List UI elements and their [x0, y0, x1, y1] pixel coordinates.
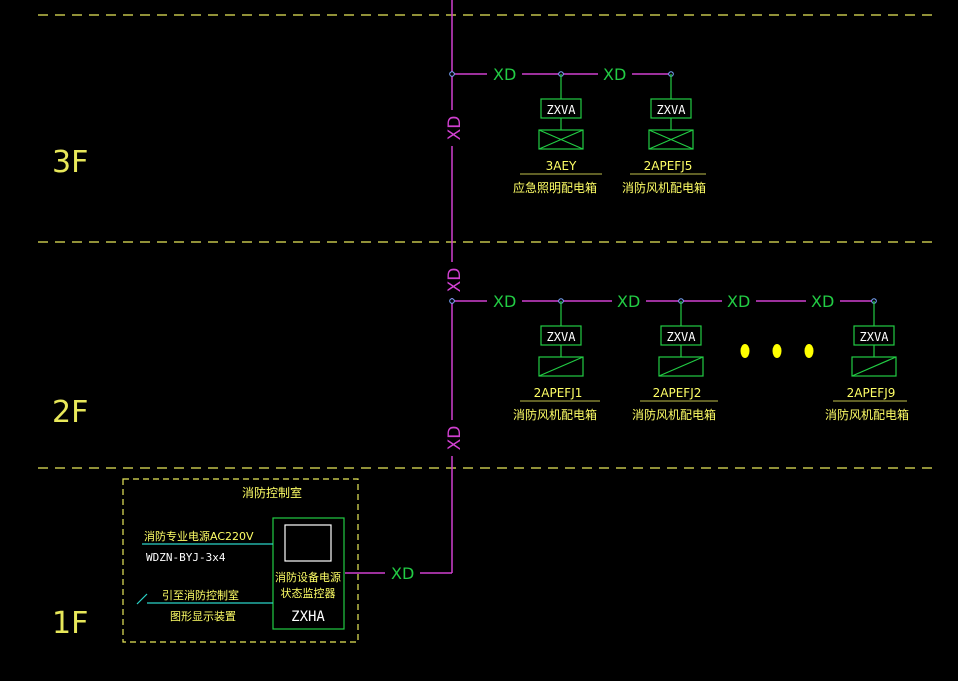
- floor-label-1f: 1F: [52, 606, 88, 641]
- power-status-monitor[interactable]: 消防设备电源 状态监控器 ZXHA: [272, 517, 345, 630]
- zxva-label: ZXVA: [860, 330, 890, 344]
- distribution-box-icon: [538, 356, 584, 377]
- f2-branch-label-2: XD: [617, 292, 640, 311]
- distribution-box-icon: [538, 129, 584, 150]
- box-id-label: 2APEFJ1: [534, 386, 583, 400]
- f3-branch-label-1: XD: [493, 65, 516, 84]
- junction-nodes: [449, 71, 877, 304]
- junction-node: [449, 71, 455, 77]
- box-name-label: 消防风机配电箱: [825, 407, 909, 422]
- box-name-label: 消防风机配电箱: [622, 180, 706, 195]
- zxva-label: ZXVA: [547, 103, 577, 117]
- riser-label-2f-bottom: XD: [445, 426, 465, 451]
- junction-node: [449, 298, 455, 304]
- monitor-link-label: XD: [391, 564, 414, 583]
- riser-labels: XD XD XD: [445, 116, 465, 451]
- fire-control-room: 消防控制室 消防设备电源 状态监控器 ZXHA 消防专业电源AC220V WDZ…: [122, 478, 359, 643]
- display-link-label-1: 引至消防控制室: [162, 588, 239, 602]
- device-2apefj1[interactable]: ZXVA 2APEFJ1 消防风机配电箱: [513, 301, 600, 422]
- ellipsis-dot: [804, 344, 814, 358]
- distribution-box-icon: [658, 356, 704, 377]
- box-name-label: 消防风机配电箱: [513, 407, 597, 422]
- riser-label-3f: XD: [445, 116, 465, 141]
- monitor-enclosure: [272, 517, 345, 630]
- ellipsis-dot: [772, 344, 782, 358]
- floor-labels: 3F 2F 1F: [52, 145, 88, 641]
- zxva-label: ZXVA: [667, 330, 697, 344]
- link-arrow-icon: [136, 593, 148, 605]
- power-feed-label: 消防专业电源AC220V: [144, 529, 254, 543]
- floor-label-3f: 3F: [52, 145, 88, 180]
- device-3aey[interactable]: ZXVA 3AEY 应急照明配电箱: [513, 74, 602, 195]
- device-2apefj9[interactable]: ZXVA 2APEFJ9 消防风机配电箱: [825, 301, 909, 422]
- monitor-screen-icon: [284, 524, 332, 562]
- riser-label-2f-top: XD: [445, 268, 465, 293]
- floor-dividers: [38, 14, 935, 469]
- ellipsis-dot: [740, 344, 750, 358]
- f2-branch-label-4: XD: [811, 292, 834, 311]
- floor2-branch-labels: XD XD XD XD: [493, 292, 834, 311]
- distribution-box-icon: [851, 356, 897, 377]
- control-room-boundary: [122, 478, 359, 643]
- distribution-box-icon: [648, 129, 694, 150]
- cable-spec-label: WDZN-BYJ-3x4: [146, 551, 226, 564]
- floor-label-2f: 2F: [52, 395, 88, 430]
- monitor-label-line2: 状态监控器: [281, 586, 336, 600]
- zxva-label: ZXVA: [657, 103, 687, 117]
- box-name-label: 消防风机配电箱: [632, 407, 716, 422]
- control-room-title: 消防控制室: [242, 485, 302, 500]
- box-id-label: 2APEFJ5: [644, 159, 693, 173]
- zxva-label: ZXVA: [547, 330, 577, 344]
- ellipsis-dots: [740, 344, 814, 358]
- device-2apefj5[interactable]: ZXVA 2APEFJ5 消防风机配电箱: [622, 74, 706, 195]
- box-id-label: 3AEY: [546, 159, 577, 173]
- f2-branch-label-3: XD: [727, 292, 750, 311]
- monitor-label-line1: 消防设备电源: [275, 570, 341, 584]
- box-id-label: 2APEFJ2: [653, 386, 702, 400]
- device-2apefj2[interactable]: ZXVA 2APEFJ2 消防风机配电箱: [632, 301, 718, 422]
- display-link-label-2: 图形显示装置: [170, 610, 236, 623]
- box-id-label: 2APEFJ9: [847, 386, 896, 400]
- bus-riser: [345, 0, 453, 574]
- f3-branch-label-2: XD: [603, 65, 626, 84]
- monitor-code: ZXHA: [291, 609, 325, 625]
- f2-branch-label-1: XD: [493, 292, 516, 311]
- floor3-branch-labels: XD XD: [493, 65, 626, 84]
- box-name-label: 应急照明配电箱: [513, 180, 597, 195]
